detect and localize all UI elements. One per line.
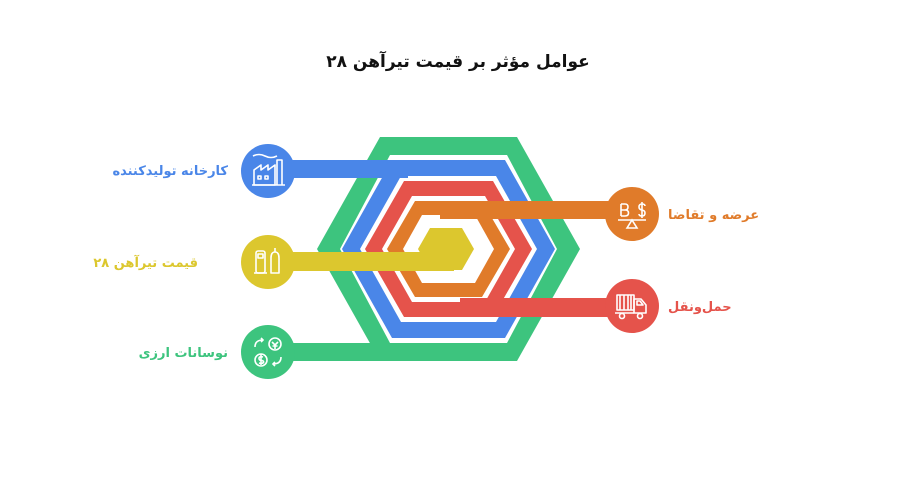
truck-icon: [615, 294, 647, 320]
factor-transport: حمل‌ونقل: [605, 279, 732, 333]
factor-supply-demand: عرضه و تقاضا: [605, 187, 759, 241]
balance-scale-icon: [618, 202, 646, 229]
connector-red: [460, 298, 636, 317]
connectors: [268, 160, 636, 361]
factory-circle: [241, 144, 295, 198]
factor-factory: کارخانه تولیدکننده: [112, 144, 295, 198]
currency-exchange-icon: [254, 337, 282, 367]
fuel-pump-icon: [254, 248, 280, 274]
currency-circle: [241, 325, 295, 379]
connector-green: [268, 343, 398, 361]
connector-yellow: [268, 252, 454, 271]
factor-label-factory: کارخانه تولیدکننده: [112, 164, 228, 179]
factor-label-currency: نوسانات ارزی: [139, 346, 228, 361]
supply-demand-circle: [605, 187, 659, 241]
factor-label-supply-demand: عرضه و تقاضا: [668, 208, 759, 223]
factor-label-price: قیمت تیرآهن ۲۸: [93, 254, 198, 271]
connector-blue: [268, 160, 408, 178]
page-title: عوامل مؤثر بر قیمت تیرآهن ۲۸: [326, 50, 590, 72]
transport-circle: [605, 279, 659, 333]
price-circle: [241, 235, 295, 289]
factor-price: قیمت تیرآهن ۲۸: [93, 235, 295, 289]
factor-label-transport: حمل‌ونقل: [668, 300, 732, 315]
connector-orange: [440, 201, 635, 219]
factor-currency: نوسانات ارزی: [139, 325, 295, 379]
hexagon-diagram: [317, 137, 580, 361]
factory-icon: [252, 153, 285, 186]
